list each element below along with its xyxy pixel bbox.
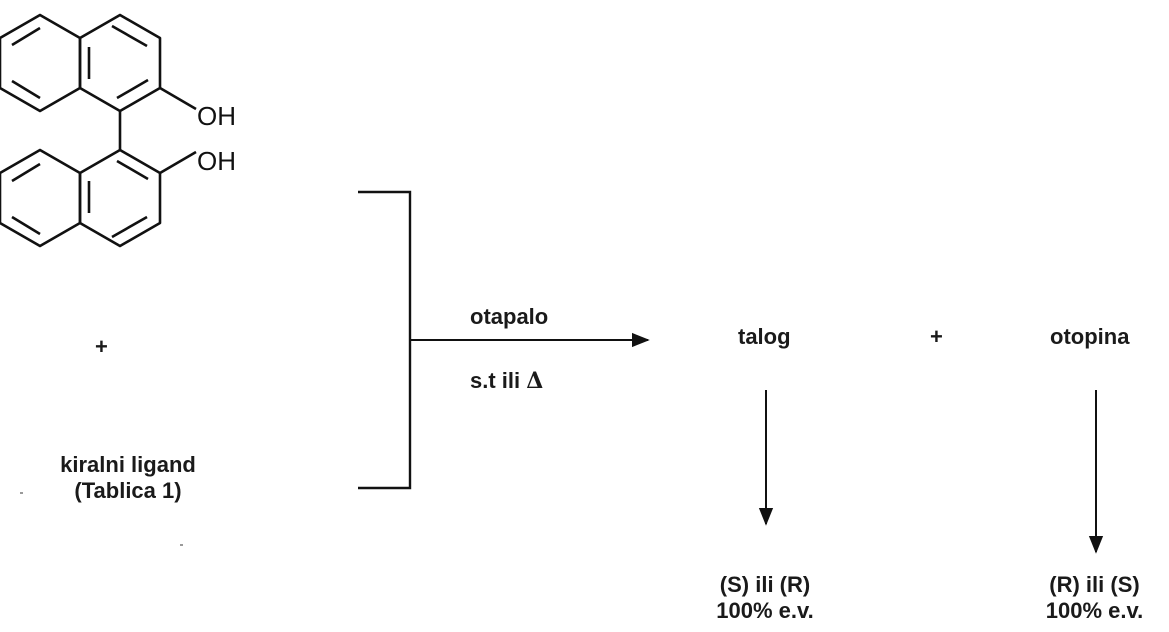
upper-oh-bond: [159, 86, 197, 111]
temperature-text: s.t ili: [470, 368, 527, 393]
upper-naphthalene-left-ring: [0, 13, 82, 113]
heat-symbol: Δ: [526, 368, 544, 394]
lower-naphthalene-left-ring: [0, 148, 82, 248]
precipitate-result-config: (S) ili (R): [719, 572, 811, 597]
solution-result: (R) ili (S) 100% e.v.: [1022, 572, 1167, 625]
oh-label-top: OH: [197, 101, 236, 131]
binol-structure: [0, 13, 197, 248]
solution-result-ee: 100% e.v.: [1045, 598, 1144, 624]
speck: [180, 544, 183, 546]
chiral-ligand-line1: kiralni ligand: [60, 452, 196, 477]
reactant-bracket: [358, 190, 412, 490]
product-plus-sign: +: [930, 324, 943, 349]
chiral-ligand-line2: (Tablica 1): [74, 478, 182, 504]
chiral-ligand-label: kiralni ligand (Tablica 1): [38, 452, 218, 505]
solvent-label: otapalo: [470, 304, 549, 329]
temperature-condition: s.t ili Δ: [470, 368, 543, 394]
solution-result-config: (R) ili (S): [1049, 572, 1140, 597]
lower-oh-bond: [159, 150, 197, 175]
solution-label: otopina: [1050, 324, 1130, 349]
oh-label-bottom: OH: [197, 146, 236, 176]
reactant-plus-sign: +: [95, 334, 108, 359]
speck: [20, 492, 23, 494]
precipitate-result: (S) ili (R) 100% e.v.: [690, 572, 840, 625]
precipitate-result-ee: 100% e.v.: [716, 598, 814, 624]
precipitate-label: talog: [738, 324, 791, 349]
